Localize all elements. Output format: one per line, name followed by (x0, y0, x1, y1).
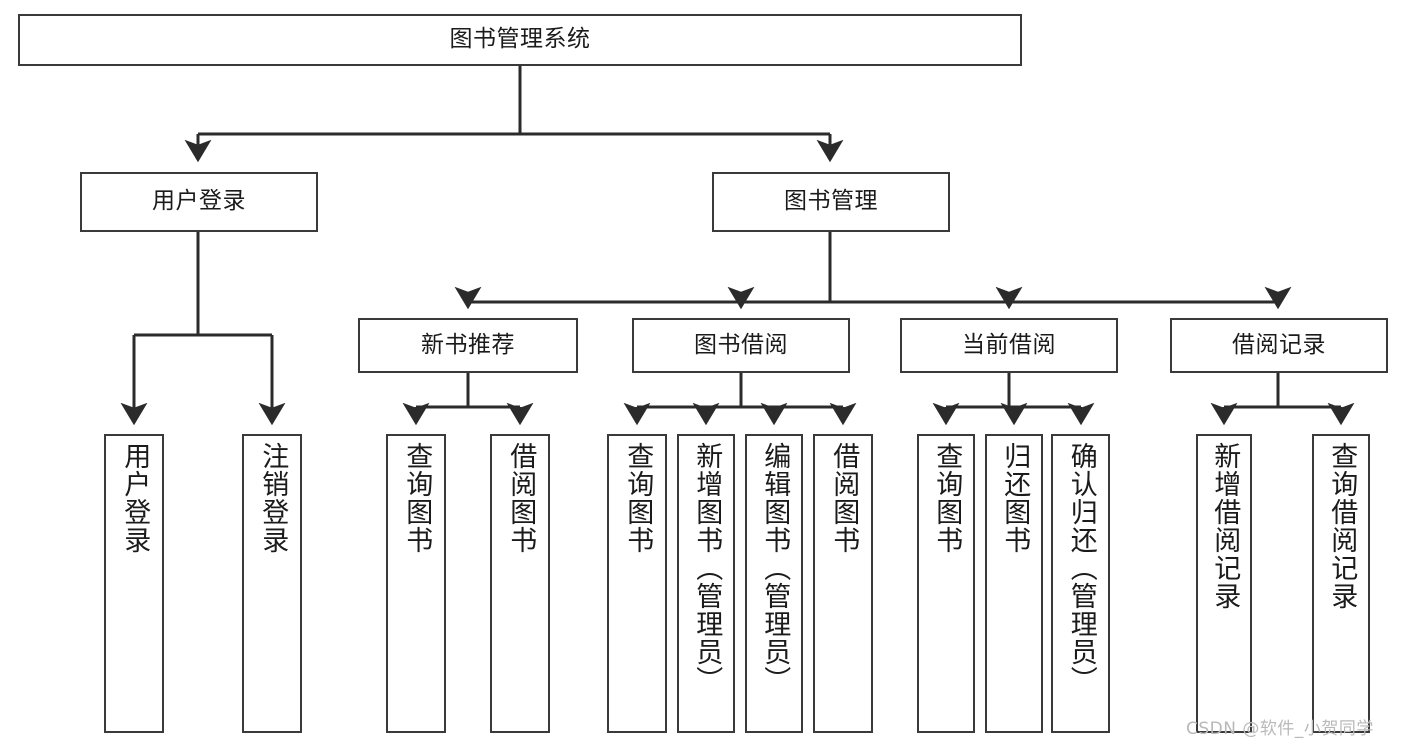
node-label: 确认归还（管理员） (1065, 442, 1097, 694)
node-borrow-record[interactable]: 借阅记录 (1170, 318, 1388, 373)
leaf-borrow-book[interactable]: 借阅图书 (813, 434, 873, 733)
node-label: 当前借阅 (962, 331, 1056, 358)
node-book-management[interactable]: 图书管理 (712, 172, 950, 232)
leaf-query-book-current[interactable]: 查询图书 (917, 434, 975, 733)
watermark-text: CSDN @软件_小贺同学 (1186, 719, 1374, 739)
node-label: 借阅图书 (505, 442, 537, 554)
node-label: 图书管理系统 (449, 26, 591, 53)
node-root-system[interactable]: 图书管理系统 (18, 14, 1022, 66)
leaf-edit-book-admin[interactable]: 编辑图书（管理员） (745, 434, 803, 733)
node-label: 查询图书 (931, 442, 963, 554)
node-label: 用户登录 (152, 188, 246, 215)
node-book-borrow[interactable]: 图书借阅 (632, 318, 850, 373)
node-label: 注销登录 (257, 442, 289, 554)
leaf-user-login[interactable]: 用户登录 (104, 434, 164, 733)
node-user-login[interactable]: 用户登录 (80, 172, 318, 232)
node-current-borrow[interactable]: 当前借阅 (900, 318, 1118, 373)
node-label: 借阅图书 (828, 442, 860, 554)
leaf-borrow-book-recommend[interactable]: 借阅图书 (490, 434, 550, 733)
leaf-add-borrow-record[interactable]: 新增借阅记录 (1196, 434, 1252, 733)
leaf-add-book-admin[interactable]: 新增图书（管理员） (677, 434, 735, 733)
leaf-logout[interactable]: 注销登录 (242, 434, 302, 733)
leaf-query-borrow-record[interactable]: 查询借阅记录 (1312, 434, 1370, 733)
node-label: 新书推荐 (421, 331, 515, 358)
node-label: 编辑图书（管理员） (759, 442, 791, 694)
leaf-return-book[interactable]: 归还图书 (985, 434, 1043, 733)
node-label: 新增借阅记录 (1209, 442, 1241, 610)
leaf-confirm-return-admin[interactable]: 确认归还（管理员） (1051, 434, 1110, 733)
node-label: 用户登录 (119, 442, 151, 554)
node-label: 查询借阅记录 (1326, 442, 1358, 610)
node-label: 借阅记录 (1232, 331, 1326, 358)
node-label: 查询图书 (401, 442, 433, 554)
node-label: 归还图书 (999, 442, 1031, 554)
node-new-book-recommend[interactable]: 新书推荐 (358, 318, 578, 373)
node-label: 新增图书（管理员） (691, 442, 723, 694)
node-label: 图书管理 (784, 188, 878, 215)
node-label: 图书借阅 (694, 331, 788, 358)
leaf-query-book-borrow[interactable]: 查询图书 (607, 434, 667, 733)
node-label: 查询图书 (622, 442, 654, 554)
leaf-query-book-recommend[interactable]: 查询图书 (386, 434, 446, 733)
